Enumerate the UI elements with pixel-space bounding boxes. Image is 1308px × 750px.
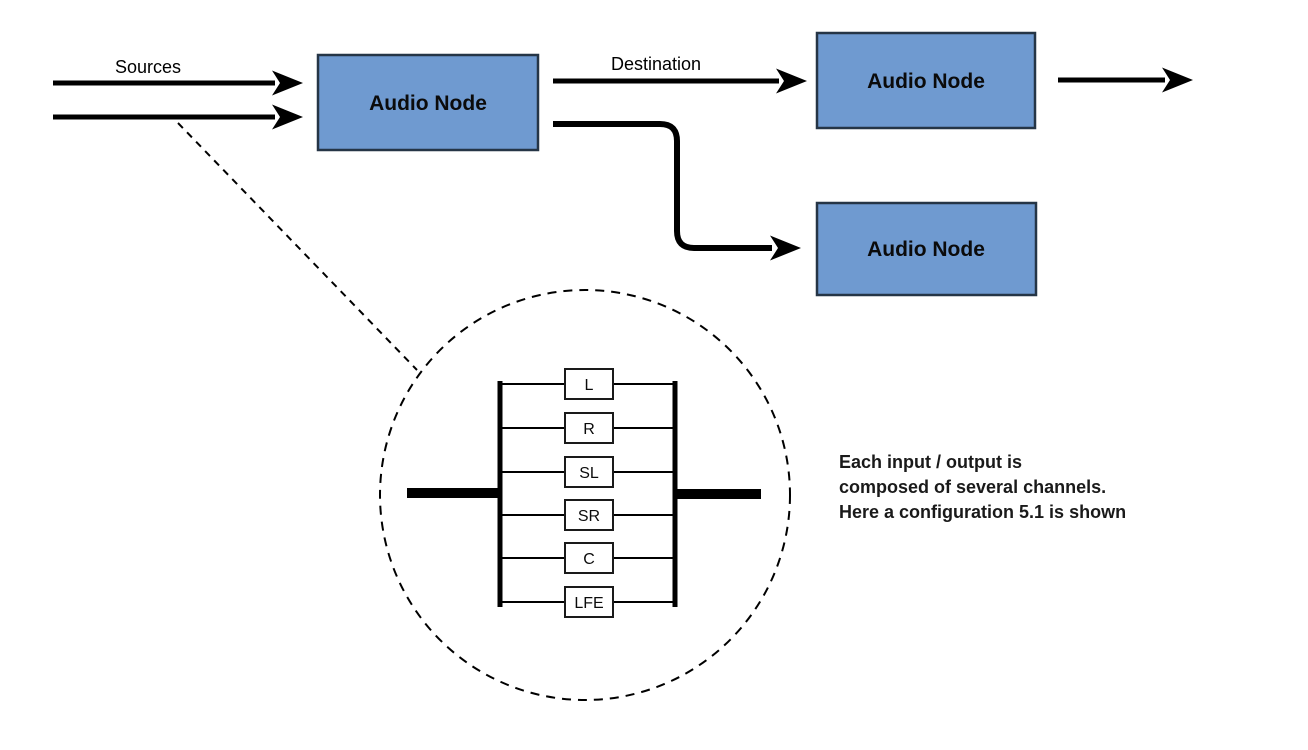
caption-line-2: composed of several channels. [839,477,1107,497]
channel-label: C [583,551,595,568]
channel-box [564,368,614,400]
audio-node-2: Audio Node [815,31,1037,130]
audio-node-1-label: Audio Node [369,92,487,115]
channel-row-c: C [500,542,675,574]
audio-node-1: Audio Node [316,53,540,152]
channel-row-l: L [500,368,675,400]
arrowhead-icon [272,70,303,96]
channel-row-r: R [500,412,675,444]
channel-box [564,456,614,488]
channel-row-sl: SL [500,456,675,488]
channel-detail: L R SL SR C [407,368,761,618]
source-arrow-1 [53,70,303,96]
split-elbow-connector [553,121,801,261]
caption-line-1: Each input / output is [839,452,1022,472]
destination-arrow [553,68,807,94]
channel-row-sr: SR [500,499,675,531]
caption-line-3: Here a configuration 5.1 is shown [839,502,1127,522]
arrowhead-icon [1162,67,1193,93]
arrowhead-icon [770,235,801,261]
sources-label: Sources [115,57,181,77]
zoom-dashed-connector [177,122,418,371]
channel-detail-circle [379,289,791,701]
channel-label: LFE [574,595,603,612]
channel-row-lfe: LFE [500,586,675,618]
channel-label: SL [579,465,599,482]
source-arrow-2 [53,104,303,130]
channel-label: R [583,421,595,438]
channel-box [564,542,614,574]
output-arrow [1058,67,1193,93]
caption-text: Each input / output is composed of sever… [839,450,1126,525]
arrowhead-icon [272,104,303,130]
audio-node-3-label: Audio Node [867,238,985,261]
arrowhead-icon [776,68,807,94]
audio-node-2-label: Audio Node [867,70,985,93]
channel-box [564,499,614,531]
channel-box [564,586,614,618]
channel-label: L [585,377,594,394]
channel-box [564,412,614,444]
destination-label: Destination [611,54,701,74]
audio-node-3: Audio Node [815,201,1038,297]
channel-label: SR [578,508,600,525]
